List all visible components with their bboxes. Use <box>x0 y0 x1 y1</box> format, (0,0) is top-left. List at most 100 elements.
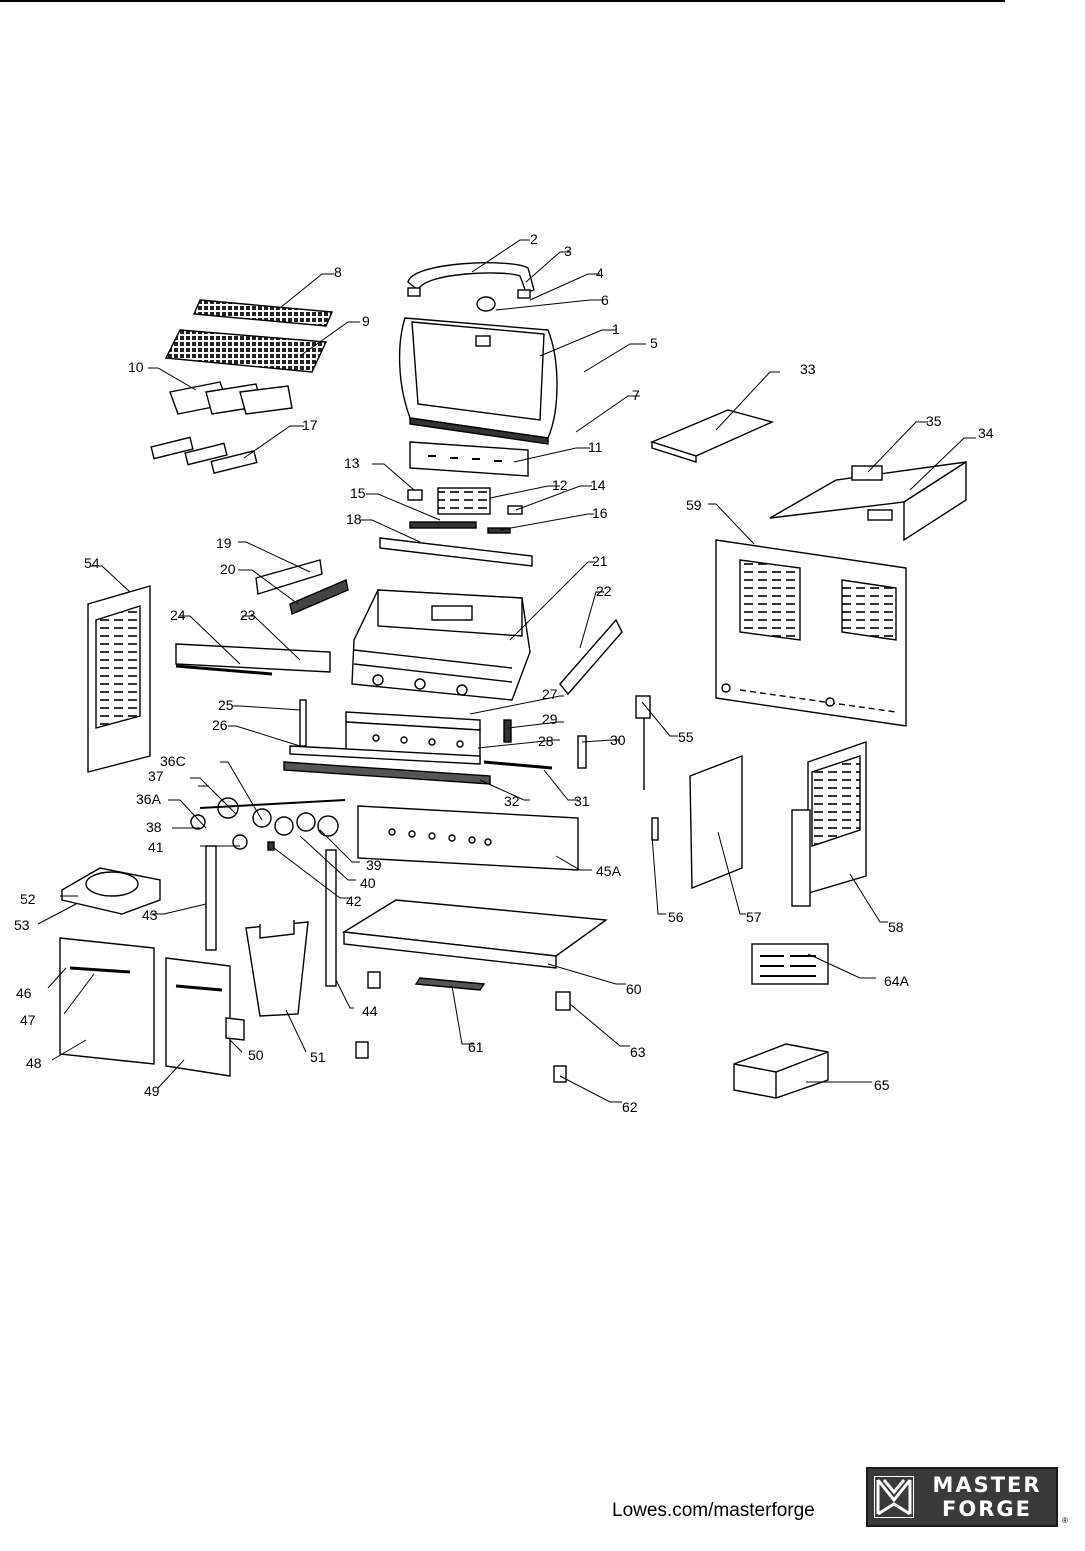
callout-36a: 36A <box>136 791 162 807</box>
part-15 <box>409 521 477 529</box>
callout-52: 52 <box>20 891 36 907</box>
callout-41: 41 <box>148 839 164 855</box>
callout-9: 9 <box>362 313 370 329</box>
part-thermometer <box>476 296 496 312</box>
part-rear-burner-shield <box>409 441 529 477</box>
callout-20: 20 <box>220 561 236 577</box>
part-52 <box>61 867 161 915</box>
callout-61: 61 <box>468 1039 484 1055</box>
part-61 <box>414 977 486 991</box>
part-43 <box>205 845 217 951</box>
callout-36c: 36C <box>160 753 186 769</box>
part-19 <box>255 559 323 595</box>
master-forge-logo: MASTER FORGE <box>866 1467 1058 1527</box>
callout-59: 59 <box>686 497 702 513</box>
callout-16: 16 <box>592 505 608 521</box>
logo-line-master: MASTER <box>932 1473 1042 1497</box>
callout-18: 18 <box>346 511 362 527</box>
top-rule <box>0 0 1005 2</box>
callout-53: 53 <box>14 917 30 933</box>
callout-3: 3 <box>564 243 572 259</box>
part-18 <box>379 537 533 567</box>
callout-39: 39 <box>366 857 382 873</box>
part-64A-label <box>751 943 829 985</box>
part-42 <box>267 841 275 851</box>
callout-21: 21 <box>592 553 608 569</box>
callout-50: 50 <box>248 1047 264 1063</box>
part-lid-handle <box>407 262 535 299</box>
callout-56: 56 <box>668 909 684 925</box>
callout-33: 33 <box>800 361 816 377</box>
callout-17: 17 <box>302 417 318 433</box>
callout-27: 27 <box>542 686 558 702</box>
part-26 <box>289 745 481 765</box>
footer-url[interactable]: Lowes.com/masterforge <box>612 1500 815 1521</box>
callout-65: 65 <box>874 1077 890 1093</box>
part-29 <box>503 719 512 743</box>
callout-10: 10 <box>128 359 144 375</box>
callout-58: 58 <box>888 919 904 935</box>
callout-11: 11 <box>588 439 603 455</box>
part-front-panel <box>357 805 579 871</box>
callout-55: 55 <box>678 729 694 745</box>
logo-mark-icon <box>874 1476 914 1518</box>
part-grill-cover <box>733 1043 829 1099</box>
leader-lines <box>37 239 976 1103</box>
part-burners <box>150 436 258 474</box>
part-22 <box>559 618 623 696</box>
callout-15: 15 <box>350 485 366 501</box>
part-warming-rack <box>192 299 334 327</box>
callout-6: 6 <box>601 292 609 308</box>
callout-7: 7 <box>632 387 640 403</box>
part-rotisserie-burner <box>437 487 491 515</box>
part-55 <box>635 695 651 790</box>
callout-28: 28 <box>538 733 554 749</box>
part-13 <box>407 489 423 501</box>
callout-43: 43 <box>142 907 158 923</box>
callout-34: 34 <box>978 425 994 441</box>
callout-30: 30 <box>610 732 626 748</box>
part-casters <box>355 971 571 1083</box>
callout-63: 63 <box>630 1044 646 1060</box>
part-31 <box>483 760 553 770</box>
callout-4: 4 <box>596 265 604 281</box>
part-trash-bin <box>245 920 309 1017</box>
callout-32: 32 <box>504 793 520 809</box>
callout-23: 23 <box>240 607 256 623</box>
part-20 <box>289 579 349 615</box>
callout-49: 49 <box>144 1083 160 1099</box>
part-right-side-panel <box>791 741 867 907</box>
callout-46: 46 <box>16 985 32 1001</box>
callout-38: 38 <box>146 819 162 835</box>
part-57 <box>689 754 743 890</box>
logo-line-forge: FORGE <box>942 1497 1032 1521</box>
callout-51: 51 <box>310 1049 326 1065</box>
callout-2: 2 <box>530 231 538 247</box>
part-23 <box>175 643 331 673</box>
callout-22: 22 <box>596 583 612 599</box>
callout-62: 62 <box>622 1099 638 1115</box>
part-bottom-shelf <box>341 899 608 969</box>
callout-45a: 45A <box>596 863 622 879</box>
callout-29: 29 <box>542 711 558 727</box>
part-44 <box>325 849 337 987</box>
part-56 <box>651 817 659 841</box>
callout-26: 26 <box>212 717 228 733</box>
callout-48: 48 <box>26 1055 42 1071</box>
callout-31: 31 <box>574 793 590 809</box>
callout-12: 12 <box>552 477 568 493</box>
callout-47: 47 <box>20 1012 36 1028</box>
part-side-burner-tray <box>769 460 967 542</box>
callout-8: 8 <box>334 264 342 280</box>
part-30 <box>577 735 587 769</box>
registered-mark: ® <box>1062 1516 1068 1525</box>
part-32 <box>283 761 491 785</box>
part-right-door <box>165 957 245 1077</box>
part-heat-tents <box>169 381 293 415</box>
callout-14: 14 <box>590 477 606 493</box>
callout-1: 1 <box>612 321 620 337</box>
logo-wordmark: MASTER FORGE <box>920 1473 1054 1521</box>
part-left-side-panel <box>87 585 151 773</box>
callout-37: 37 <box>148 768 164 784</box>
